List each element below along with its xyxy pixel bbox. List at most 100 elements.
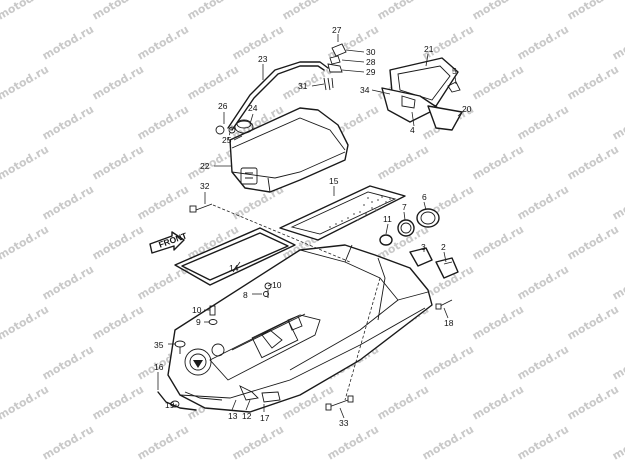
label-6: 6 bbox=[422, 192, 427, 202]
front-arrow: FRONT bbox=[149, 230, 189, 254]
label-30: 30 bbox=[366, 47, 376, 57]
deck-mat bbox=[279, 185, 406, 241]
watermark-text: motod.ru bbox=[90, 383, 146, 423]
label-10b: 10 bbox=[192, 305, 202, 315]
engine-hood bbox=[229, 107, 349, 193]
label-24: 24 bbox=[248, 103, 258, 113]
label-21: 21 bbox=[424, 44, 434, 54]
label-29: 29 bbox=[366, 67, 376, 77]
watermark-text: motod.ru bbox=[90, 303, 146, 343]
watermark-text: motod.ru bbox=[280, 63, 336, 103]
watermark-text: motod.ru bbox=[280, 0, 336, 23]
label-4: 4 bbox=[410, 125, 415, 135]
watermark-text: motod.ru bbox=[0, 143, 51, 183]
label-9: 9 bbox=[196, 317, 201, 327]
watermark-text: motod.ru bbox=[375, 0, 431, 23]
watermark-text: motod.ru bbox=[375, 383, 431, 423]
label-5: 5 bbox=[452, 66, 457, 76]
watermark-text: motod.ru bbox=[0, 0, 51, 23]
watermark-text: motod.ru bbox=[135, 23, 191, 63]
watermark-text: motod.ru bbox=[0, 263, 1, 303]
watermark-text: motod.ru bbox=[470, 383, 526, 423]
watermark-text: motod.ru bbox=[135, 183, 191, 223]
label-2: 2 bbox=[441, 242, 446, 252]
label-18: 18 bbox=[444, 318, 454, 328]
watermark-text: motod.ru bbox=[40, 183, 96, 223]
label-11: 11 bbox=[383, 214, 392, 224]
watermark-text: motod.ru bbox=[0, 383, 51, 423]
label-10a: 10 bbox=[272, 280, 282, 290]
watermark-text: motod.ru bbox=[515, 183, 571, 223]
watermark-text: motod.ru bbox=[0, 103, 1, 143]
watermark-text: motod.ru bbox=[325, 423, 381, 463]
watermark-text: motod.ru bbox=[610, 103, 625, 143]
handlepole-cover bbox=[381, 57, 463, 131]
label-31: 31 bbox=[298, 81, 308, 91]
watermark-text: motod.ru bbox=[470, 63, 526, 103]
label-27: 27 bbox=[332, 25, 342, 35]
watermark-text: motod.ru bbox=[40, 103, 96, 143]
watermark-text: motod.ru bbox=[420, 23, 476, 63]
label-28: 28 bbox=[366, 57, 376, 67]
watermark-text: motod.ru bbox=[420, 343, 476, 383]
label-16: 16 bbox=[154, 362, 164, 372]
watermark-text: motod.ru bbox=[470, 0, 526, 23]
label-25: 25 bbox=[222, 135, 232, 145]
label-33: 33 bbox=[339, 418, 349, 428]
watermark-text: motod.ru bbox=[565, 383, 621, 423]
watermark-text: motod.ru bbox=[40, 343, 96, 383]
label-8: 8 bbox=[243, 290, 248, 300]
watermark-text: motod.ru bbox=[90, 0, 146, 23]
watermark-text: motod.ru bbox=[565, 63, 621, 103]
watermark-text: motod.ru bbox=[90, 223, 146, 263]
watermark-text: motod.ru bbox=[185, 0, 241, 23]
watermark-text: motod.ru bbox=[515, 103, 571, 143]
label-20: 20 bbox=[462, 104, 472, 114]
leader-lines bbox=[157, 34, 463, 419]
label-14: 14 bbox=[229, 263, 239, 273]
watermark-text: motod.ru bbox=[470, 303, 526, 343]
watermark-text: motod.ru bbox=[470, 143, 526, 183]
label-3: 3 bbox=[421, 242, 426, 252]
watermark-text: motod.ru bbox=[0, 183, 1, 223]
watermark-text: motod.ru bbox=[0, 63, 51, 103]
watermark-text: motod.ru bbox=[135, 423, 191, 463]
watermark-text: motod.ru bbox=[90, 143, 146, 183]
watermark-text: motod.ru bbox=[610, 183, 625, 223]
watermark-text: motod.ru bbox=[610, 23, 625, 63]
label-17: 17 bbox=[260, 413, 270, 423]
hull bbox=[167, 244, 433, 413]
watermark-text: motod.ru bbox=[565, 143, 621, 183]
watermark-text: motod.ru bbox=[0, 23, 1, 63]
label-26: 26 bbox=[218, 101, 228, 111]
watermark-text: motod.ru bbox=[515, 423, 571, 463]
watermark-text: motod.ru bbox=[0, 303, 51, 343]
watermark-text: motod.ru bbox=[40, 423, 96, 463]
watermark-text: motod.ru bbox=[610, 343, 625, 383]
watermark-text: motod.ru bbox=[420, 423, 476, 463]
watermark-text: motod.ru bbox=[185, 63, 241, 103]
label-7: 7 bbox=[402, 202, 407, 212]
label-12: 12 bbox=[242, 411, 252, 421]
watermark-text: motod.ru bbox=[565, 0, 621, 23]
label-19: 19 bbox=[165, 400, 175, 410]
watermark-text: motod.ru bbox=[470, 223, 526, 263]
watermark-text: motod.ru bbox=[40, 23, 96, 63]
label-35: 35 bbox=[154, 340, 164, 350]
watermark-text: motod.ru bbox=[515, 263, 571, 303]
watermark-text: motod.ru bbox=[565, 303, 621, 343]
watermark-text: motod.ru bbox=[0, 223, 51, 263]
watermark-text: motod.ru bbox=[375, 143, 431, 183]
watermark-text: motod.ru bbox=[230, 423, 286, 463]
watermark-text: motod.ru bbox=[90, 63, 146, 103]
watermark-text: motod.ru bbox=[0, 343, 1, 383]
label-13: 13 bbox=[228, 411, 238, 421]
watermark-text: motod.ru bbox=[610, 423, 625, 463]
watermark-text: motod.ru bbox=[0, 423, 1, 463]
watermark-text: motod.ru bbox=[565, 223, 621, 263]
watermark-text: motod.ru bbox=[515, 343, 571, 383]
watermark-text: motod.ru bbox=[515, 23, 571, 63]
watermark-text: motod.ru bbox=[135, 103, 191, 143]
label-34: 34 bbox=[360, 85, 370, 95]
